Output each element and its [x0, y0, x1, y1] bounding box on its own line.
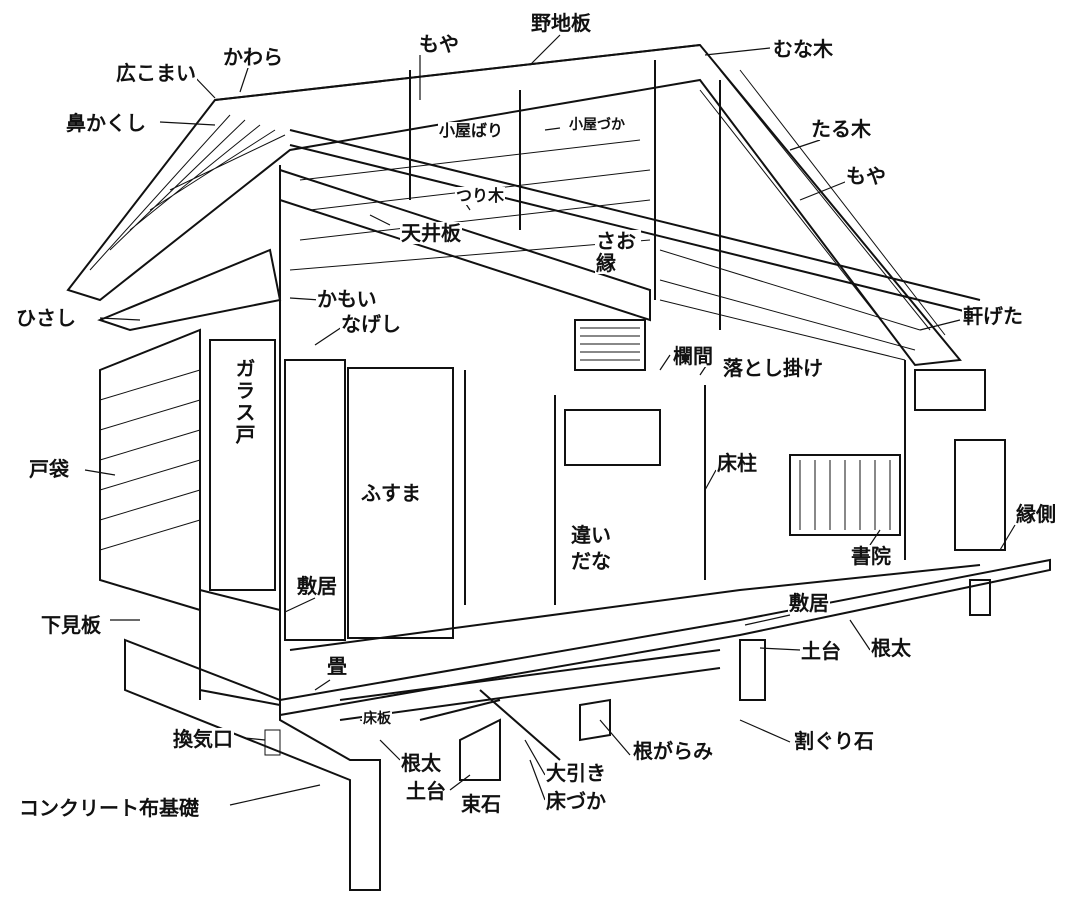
- label-wariguriishi: 割ぐり石: [793, 729, 875, 753]
- label-taruki: たる木: [810, 117, 872, 141]
- roof-outline: [66, 43, 962, 367]
- label-garasudo: ガラス戸: [232, 358, 256, 446]
- label-tokobashira: 床柱: [716, 451, 758, 475]
- label-koyazuka: 小屋づか: [568, 117, 626, 134]
- label-koyabari: 小屋ばり: [438, 121, 505, 140]
- label-engawa: 縁側: [1015, 502, 1057, 526]
- label-hirokomai: 広こまい: [115, 61, 197, 85]
- label-ranma: 欄間: [672, 344, 714, 368]
- foundation: [124, 638, 381, 891]
- posts-front: [199, 165, 906, 705]
- label-nojiita: 野地板: [530, 11, 592, 35]
- label-tatami: 畳: [326, 654, 348, 678]
- left-wall: [99, 328, 201, 612]
- hisashi: [97, 248, 282, 332]
- label-moya-right: もや: [845, 164, 887, 188]
- label-shitamiita: 下見板: [40, 613, 102, 637]
- label-tobukuro: 戸袋: [28, 457, 70, 481]
- label-moya-top: もや: [418, 32, 460, 56]
- label-neda-right: 根太: [870, 636, 912, 660]
- label-hanakakushi: 鼻かくし: [65, 111, 147, 135]
- label-shikii-left: 敷居: [296, 574, 338, 598]
- label-munagi: むな木: [772, 37, 834, 61]
- label-kawara: かわら: [222, 45, 284, 69]
- posts: [409, 60, 721, 330]
- label-dodai-right: 土台: [800, 639, 842, 663]
- label-nunokiso: コンクリート布基礎: [18, 796, 200, 820]
- label-shoin: 書院: [850, 544, 892, 568]
- label-saobuchi: さお縁: [595, 230, 641, 274]
- roof-ridge: [214, 44, 701, 101]
- label-yukaita: 床板: [362, 711, 392, 728]
- koyabari-beam: [289, 129, 981, 316]
- label-nageshi: なげし: [340, 312, 402, 336]
- label-hisashi: ひさし: [15, 306, 77, 330]
- label-otoshigake: 落とし掛け: [722, 356, 824, 380]
- label-fusuma: ふすま: [360, 481, 422, 505]
- label-tsurigi: つり木: [455, 186, 506, 205]
- label-kamoi: かもい: [316, 287, 378, 311]
- ranma-grille: [574, 319, 646, 371]
- label-chigaidana-2: だな: [570, 549, 612, 573]
- label-shikii-right: 敷居: [788, 591, 830, 615]
- label-negarami: 根がらみ: [632, 739, 714, 763]
- label-dodai-left: 土台: [405, 779, 447, 803]
- label-chigaidana-1: 違い: [570, 523, 612, 547]
- label-neda-left: 根太: [400, 751, 442, 775]
- label-yukazuka: 床づか: [545, 789, 607, 813]
- label-obiki: 大引き: [545, 761, 607, 785]
- label-nokigeta: 軒げた: [962, 304, 1024, 328]
- label-tsukaishi: 束石: [460, 792, 502, 816]
- label-tenjoita: 天井板: [400, 221, 462, 245]
- label-kankiko: 換気口: [172, 727, 234, 751]
